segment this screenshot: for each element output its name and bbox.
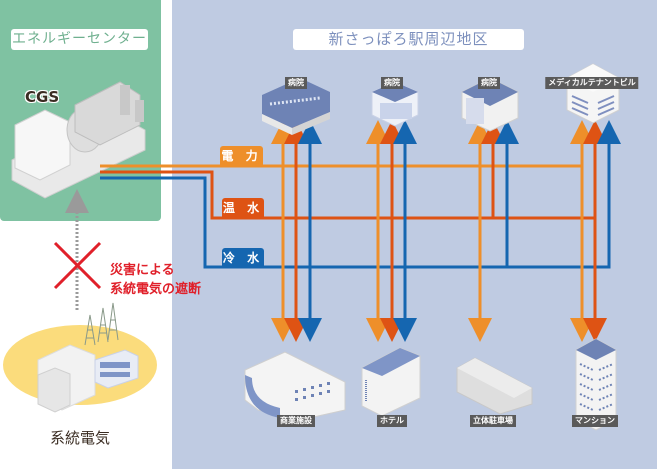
disaster-note-line2: 系統電気の遮断 — [110, 282, 202, 297]
building-label-hospital-3: 病院 — [478, 77, 500, 89]
grid-power-label: 系統電気 — [50, 429, 111, 447]
cut-mark-icon — [53, 241, 102, 290]
hot-water-tag: 温 水 — [222, 198, 264, 218]
supply-arrows — [271, 120, 621, 342]
cold-water-tag: 冷 水 — [222, 248, 264, 268]
power-plant-icon — [37, 344, 139, 413]
hotel-icon — [361, 347, 421, 417]
medical-tenant-building-icon — [566, 63, 620, 124]
cold-water-line — [100, 130, 611, 269]
building-label-hospital-1: 病院 — [285, 77, 307, 89]
building-label-medical-tenant: メディカルテナントビル — [545, 77, 639, 89]
hospital-1-icon — [262, 78, 330, 135]
disaster-note: 災害による 系統電気の遮断 — [110, 261, 201, 299]
cgs-label: CGS — [25, 88, 60, 106]
district-title: 新さっぽろ駅周辺地区 — [293, 29, 524, 50]
transmission-tower-icon — [84, 302, 119, 346]
cgs-generator-icon — [11, 81, 146, 199]
energy-center-title: エネルギーセンター — [11, 29, 148, 50]
commercial-facility-icon — [244, 351, 346, 421]
building-label-commercial: 商業施設 — [277, 415, 315, 427]
building-label-hospital-2: 病院 — [381, 77, 403, 89]
building-label-apartment: マンション — [572, 415, 618, 427]
building-label-parking: 立体駐車場 — [470, 415, 516, 427]
apartment-icon — [575, 338, 617, 431]
hospital-3-icon — [461, 77, 519, 132]
parking-garage-icon — [456, 357, 533, 415]
disaster-note-line1: 災害による — [110, 263, 175, 278]
power-tag: 電 力 — [220, 146, 263, 166]
building-label-hotel: ホテル — [377, 415, 407, 427]
